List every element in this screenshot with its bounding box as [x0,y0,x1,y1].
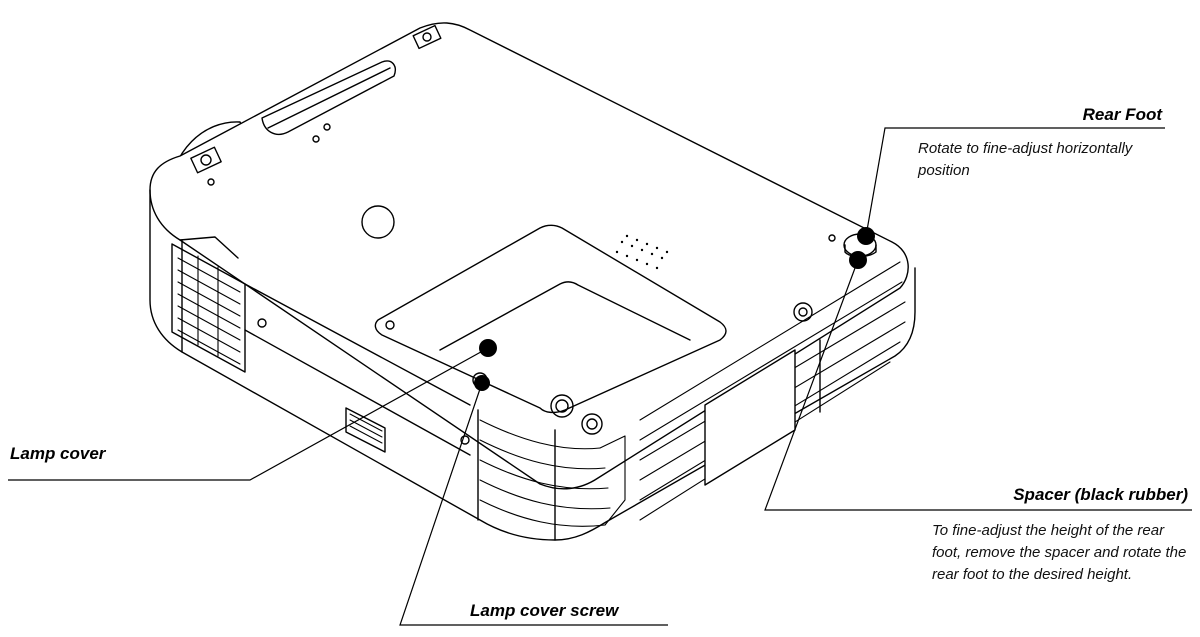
rear-foot-leader [865,127,1165,237]
lamp-cover-screw-leader [399,382,668,626]
lamp-cover-leader [8,347,489,481]
spacer-label: Spacer (black rubber) [1013,485,1188,504]
spacer-leader [764,259,1192,511]
spacer-description: To fine-adjust the height of the rear fo… [932,522,1187,583]
rear-foot-label: Rear Foot [1082,105,1162,124]
lamp-cover-label: Lamp cover [10,444,106,463]
rear-foot-description: Rotate to fine-adjust horizontally posit… [918,140,1133,179]
lamp-cover-plate [374,224,727,414]
lamp-cover-screw-label: Lamp cover screw [470,601,619,620]
